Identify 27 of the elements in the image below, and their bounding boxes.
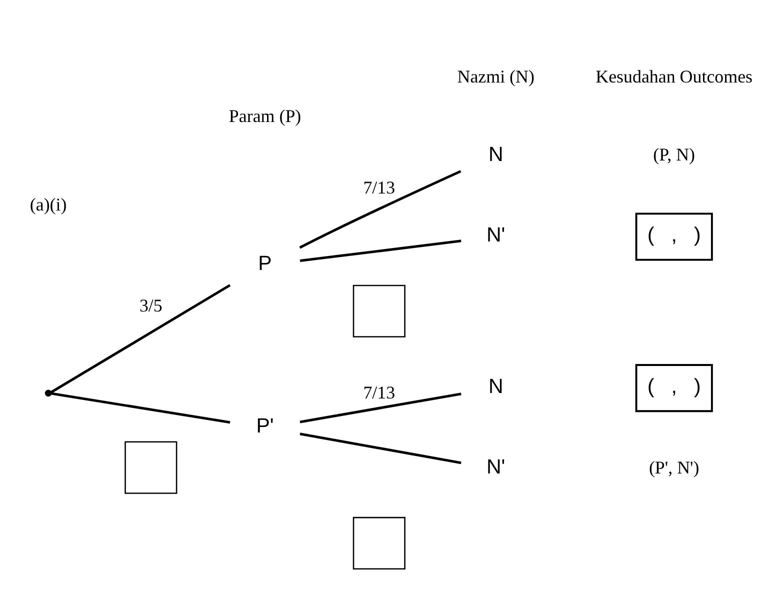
- edge-label: 7/13: [363, 176, 396, 197]
- connector: [300, 392, 462, 423]
- label: Nazmi (N): [457, 66, 534, 86]
- node-box: [352, 284, 406, 337]
- connector: [51, 392, 230, 424]
- label: (P, N): [653, 144, 696, 164]
- edge-label: 7/13: [363, 382, 396, 402]
- connector: [300, 432, 462, 464]
- node-text: N: [488, 142, 504, 166]
- node-text: N: [488, 374, 504, 398]
- node-text: N': [486, 455, 506, 478]
- node-text: N': [486, 223, 506, 246]
- label: Kesudahan Outcomes: [596, 66, 753, 86]
- label: (a)(i): [30, 194, 67, 214]
- node-point: [44, 389, 52, 396]
- connector: [50, 284, 231, 393]
- node-text: P': [256, 414, 274, 438]
- node-box: [124, 440, 178, 494]
- edge-label: 3/5: [139, 294, 162, 315]
- node-text: P: [258, 251, 272, 274]
- node-box: [352, 516, 406, 569]
- connector: [300, 239, 462, 262]
- node-box: ( , ): [635, 364, 713, 412]
- connector: [299, 170, 462, 248]
- node-box: ( , ): [635, 212, 713, 260]
- label: Param (P): [228, 106, 302, 126]
- label: (P', N'): [648, 457, 700, 478]
